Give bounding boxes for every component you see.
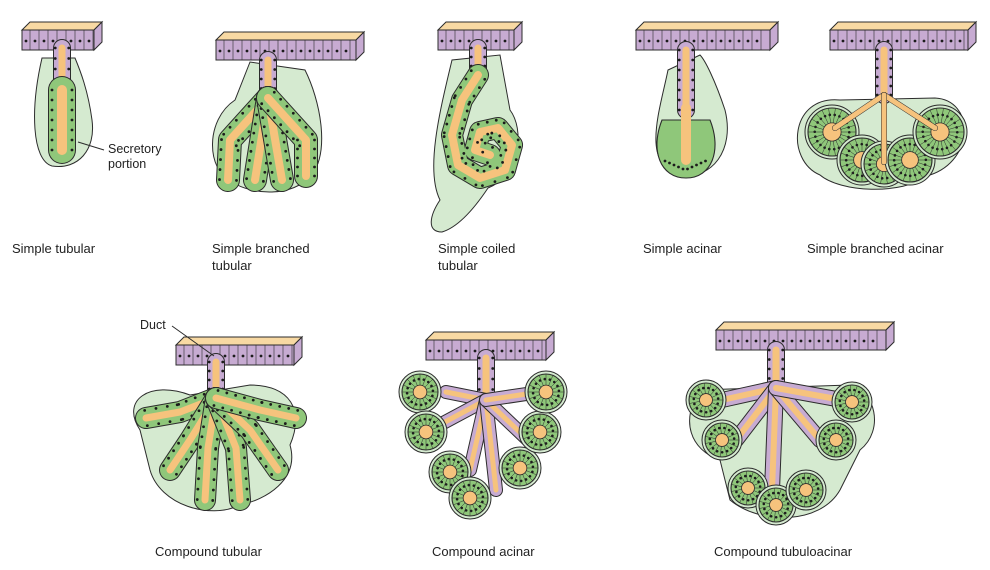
compound-tubuloacinar-gland (686, 322, 894, 525)
caption-simple-tubular: Simple tubular (12, 240, 95, 257)
simple-acinar-gland (636, 22, 778, 178)
caption-simple-acinar: Simple acinar (643, 240, 722, 257)
caption-simple-coiled-tubular: Simple coiled tubular (438, 240, 515, 274)
caption-simple-branched-tubular: Simple branched tubular (212, 240, 310, 274)
caption-compound-tubuloacinar: Compound tubuloacinar (714, 543, 852, 560)
simple-coiled-tubular-gland (431, 22, 522, 232)
secretory-portion-label: Secretory portion (108, 142, 162, 172)
caption-simple-branched-acinar: Simple branched acinar (807, 240, 944, 257)
compound-tubular-gland (134, 326, 302, 511)
duct-label: Duct (140, 318, 166, 333)
simple-branched-tubular-gland (212, 32, 364, 192)
caption-compound-tubular: Compound tubular (155, 543, 262, 560)
compound-acinar-gland (399, 332, 567, 519)
caption-compound-acinar: Compound acinar (432, 543, 535, 560)
simple-tubular-gland (22, 22, 104, 167)
simple-branched-acinar-gland (797, 22, 976, 189)
